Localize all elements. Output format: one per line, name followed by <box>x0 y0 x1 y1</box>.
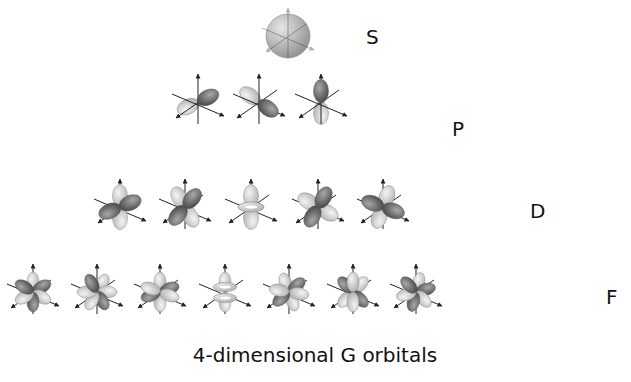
p-orbital <box>295 74 347 125</box>
d-orbital <box>292 179 344 230</box>
orbital-label: S <box>366 26 379 48</box>
d-orbital <box>94 179 146 230</box>
p-orbital <box>172 74 224 124</box>
d-orbital <box>357 179 409 231</box>
d-orbital <box>225 179 277 230</box>
f-orbital <box>327 264 379 314</box>
caption: 4-dimensional G orbitals <box>193 344 437 366</box>
f-orbital <box>199 264 251 314</box>
f-orbital <box>71 264 123 314</box>
f-orbital <box>390 264 442 314</box>
s-orbital <box>262 8 314 58</box>
orbital-label: D <box>530 200 545 222</box>
f-orbital <box>7 264 59 314</box>
orbital-label: F <box>606 286 618 308</box>
d-orbital <box>159 179 211 230</box>
orbital-label: P <box>452 118 464 140</box>
p-orbital <box>233 74 285 124</box>
f-orbital <box>134 264 186 314</box>
f-orbital <box>263 264 315 314</box>
